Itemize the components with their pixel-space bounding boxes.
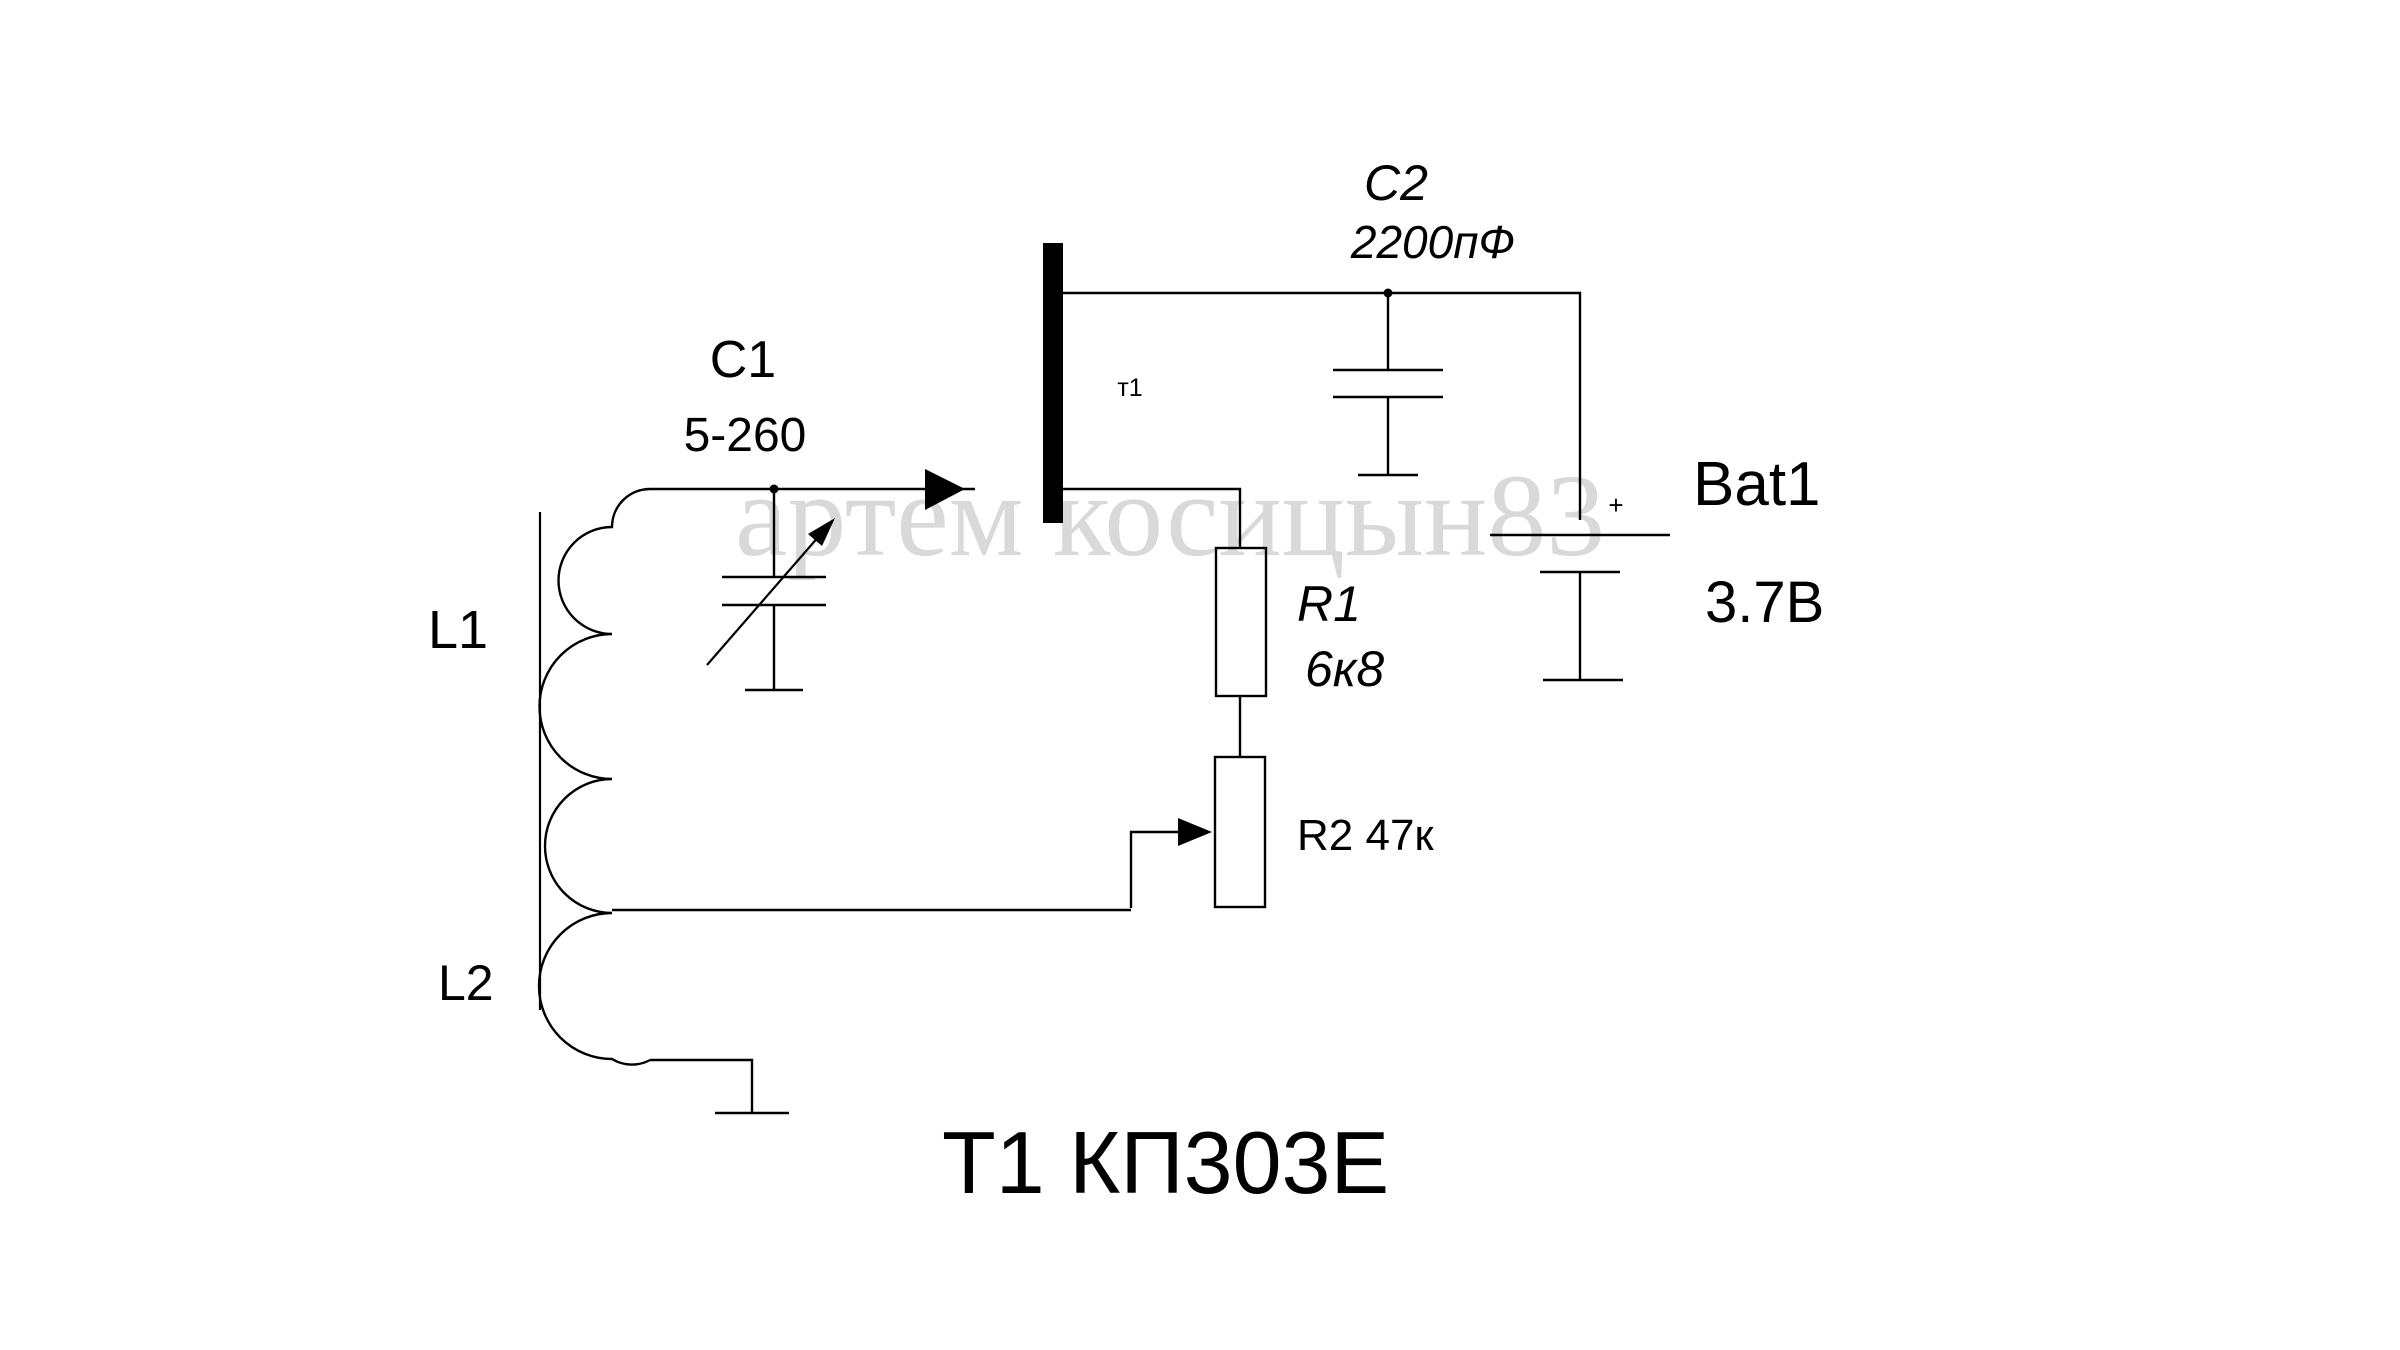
label-t1-ref: т1	[1117, 374, 1142, 402]
wire-drain	[1063, 291, 1582, 520]
gate-arrow-icon	[925, 469, 965, 510]
wiper-arrow-icon	[1178, 818, 1212, 846]
wire-ground	[650, 1058, 754, 1112]
label-c1-value: 5-260	[684, 409, 807, 462]
wire-source	[1063, 487, 1242, 548]
label-l1-ref: L1	[428, 600, 488, 660]
label-r1-ref: R1	[1297, 576, 1361, 632]
potentiometer-r2	[1213, 755, 1267, 909]
label-r2: R2 47к	[1297, 811, 1434, 860]
capacitor-c2	[1333, 293, 1443, 477]
label-bat1-ref: Bat1	[1693, 450, 1821, 519]
label-r1-value: 6к8	[1305, 641, 1384, 697]
battery-bat1	[1490, 533, 1670, 682]
label-c2-value: 2200пФ	[1350, 216, 1515, 268]
transistor-channel-t1	[1043, 243, 1063, 523]
label-c1-ref: C1	[710, 331, 776, 389]
label-c2-ref: C2	[1364, 155, 1428, 211]
watermark-text: артем косицын83	[735, 450, 1605, 581]
wiper-wire	[1129, 830, 1180, 908]
variable-capacitor-c1	[706, 489, 835, 692]
label-l2-ref: L2	[438, 955, 494, 1011]
caption-transistor-type: T1 КП303Е	[942, 1113, 1389, 1212]
inductor-coil-l1-l2	[537, 487, 651, 1066]
label-bat1-value: 3.7В	[1705, 570, 1824, 635]
label-bat1-polarity: +	[1608, 490, 1623, 520]
